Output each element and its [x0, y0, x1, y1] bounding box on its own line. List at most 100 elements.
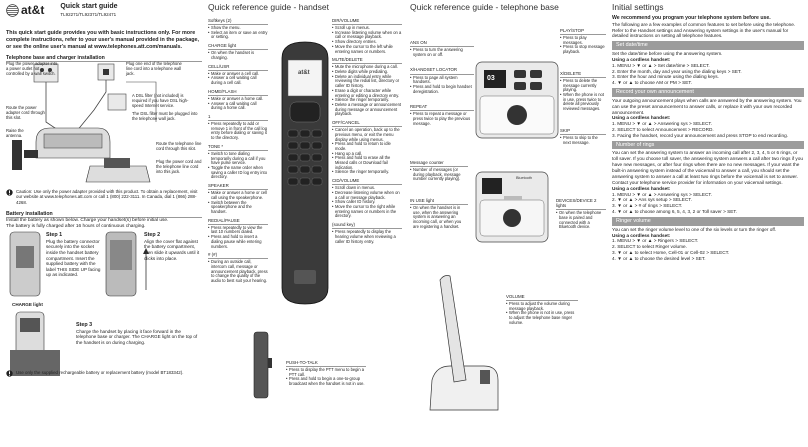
key-box-title: MUTE/DELETE [332, 57, 402, 65]
key-box-item: Press to page all system handsets. [410, 75, 474, 85]
handset-keys-left: Softkeys (2)Show the menu.Select an item… [208, 18, 268, 287]
key-box: X/DELETEPress to delete the message curr… [560, 71, 606, 112]
key-box: MUTE/DELETEMute the microphone during a … [332, 57, 402, 117]
step-1-title: Step 1 [46, 232, 63, 239]
key-box: SPEAKERMake or answer a home or cell cal… [208, 183, 268, 215]
key-box: TONE *Switch to tone dialing temporarily… [208, 144, 268, 180]
settings-step: 3. Enter the hour and minute using the d… [612, 74, 719, 80]
step-1: Step 1 Plug the battery connector secure… [46, 232, 102, 278]
att-logo: at&t [6, 3, 44, 18]
key-box-item: Make or answer a home call. [208, 96, 268, 102]
key-box-item: Mute the microphone during a call. [332, 65, 402, 70]
key-box-item: Scroll up in menus. [332, 25, 402, 31]
key-box-title: 1 [208, 114, 268, 122]
column-initial-settings: Initial settings We recommend you progra… [612, 0, 804, 447]
key-box: CID/VOLUMEScroll down in menus.Decrease … [332, 178, 402, 219]
key-box-item: Delete digits while predialing. [332, 69, 402, 75]
key-box-item: Press to repeat a message or press twice… [410, 112, 474, 126]
key-box-title: REDIAL/PAUSE [208, 218, 268, 225]
key-box-title: HOME/FLASH [208, 89, 268, 96]
key-box: SKIPPress to skip to the next message. [560, 128, 606, 145]
key-box-item: Decrease listening volume when on a call… [332, 190, 402, 200]
install-diagram: Plug the power adapter into a power outl… [6, 61, 202, 188]
warning-icon [6, 370, 13, 377]
settings-section-body: Set the date/time before using the answe… [612, 50, 723, 56]
battery-illustration [9, 231, 149, 377]
settings-step: 3. Facing the handset, record your annou… [612, 133, 788, 139]
install-heading: Telephone base and charger installation [6, 55, 202, 63]
key-box-item: Press to turn the answering system on or… [410, 47, 474, 57]
key-box-item: Move the cursor to the left while enteri… [332, 44, 402, 54]
key-box-item: Cancel an operation, back up to the prev… [332, 127, 402, 142]
key-box: REPEATPress to repeat a message or press… [410, 104, 474, 126]
key-box: PLAY/STOPPress to play messages.Press to… [560, 28, 606, 55]
key-box-item: Press and hold to erase all the Missed c… [332, 155, 402, 170]
settings-section-bar: Ringer volume [612, 217, 804, 226]
base-side-illustration [429, 275, 499, 411]
key-box: HOME/FLASHMake or answer a home call.Ans… [208, 89, 268, 111]
key-box-title: OFF/CANCEL [332, 120, 402, 128]
key-box-title: SKIP [560, 128, 606, 135]
key-box-title: REPEAT [410, 104, 474, 112]
settings-section-bar: Number of rings [612, 140, 804, 150]
settings-section-subheading: Using a cordless handset: [612, 232, 671, 238]
settings-step: 1. MENU > ▼ or ▲ > Answering sys > SELEC… [612, 121, 713, 127]
key-box-title: CID/VOLUME [332, 178, 402, 186]
key-box-item: Scroll down in menus. [332, 186, 402, 191]
key-box-item: Press and hold to return to idle mode. [332, 141, 402, 151]
message-counter-display: 03 [487, 75, 495, 82]
battery-full-note: The battery is fully charged after 16 ho… [6, 224, 146, 230]
settings-step: 2. Enter the month, day and year using t… [612, 68, 742, 74]
key-box-item: Press repeatedly to display the hearing … [332, 229, 402, 244]
key-box-item: Answer a cell waiting call during a cell… [208, 75, 268, 85]
step-2-title: Step 2 [144, 232, 161, 239]
brand-name: at&t [21, 3, 45, 17]
battery-intro: Install the battery as shown below. Char… [6, 218, 169, 224]
key-box-item: Press and hold to begin handset deregist… [410, 84, 474, 94]
key-box-item: Press repeatedly to view the last 10 num… [208, 225, 268, 235]
key-box-item: Show directory entries. [332, 39, 402, 45]
settings-section-body: Your outgoing announcement plays when ca… [612, 97, 802, 115]
base-keys-left: ANS ONPress to turn the answering system… [410, 40, 474, 137]
key-box-title: TONE * [208, 144, 268, 151]
key-box: OFF/CANCELCancel an operation, back up t… [332, 120, 402, 175]
key-box-item: Move the cursor to the right while enter… [332, 204, 402, 219]
caution-icon [6, 189, 13, 196]
intro-text: This quick start guide provides you with… [6, 29, 199, 50]
key-box-item: Switch to tone dialing temporarily durin… [208, 151, 268, 166]
column-handset-reference: Quick reference guide - handset Softkeys… [208, 0, 404, 447]
key-box-item: Erase a digit or character while enterin… [332, 88, 402, 98]
label-route-power: Route the power adapter cord through thi… [6, 105, 45, 120]
settings-step: 2. ▼ or ▲ > Ans sys setup > SELECT. [612, 197, 692, 203]
push-to-talk-box: PUSH-TO-TALK Press to display the PTT me… [286, 360, 366, 387]
battery-footer: Use only the supplied rechargeable batte… [6, 370, 183, 377]
key-box-title: ANS ON [410, 40, 474, 48]
key-box-title: X/HANDSET LOCATOR [410, 67, 474, 75]
key-box-title: SPEAKER [208, 183, 268, 191]
label-plug-charger: Plug the power cord and the telephone li… [156, 159, 202, 174]
key-box-item: Press to skip to the next message. [560, 135, 606, 145]
key-box-item: Press to stop message playback. [560, 45, 606, 55]
key-box-item: Press repeatedly to add or remove 1 in f… [208, 121, 268, 141]
key-box-item: Press to delete the message currently pl… [560, 78, 606, 93]
key-box: # (#)During an outside call, intercom ca… [208, 252, 268, 284]
column-quick-start: at&t Quick start guide TL92271/TL92371/T… [6, 0, 202, 447]
in-use-item: On when the handset is in use, when the … [410, 205, 468, 230]
settings-step: 2. SELECT to select Ringer volume. [612, 244, 687, 250]
initial-settings-intro: The following are a few examples of comm… [612, 21, 796, 39]
volume-item: Press to adjust the volume during messag… [506, 301, 578, 311]
key-box: REDIAL/PAUSEPress repeatedly to view the… [208, 218, 268, 250]
key-box-item: On when the handset is charging. [208, 50, 268, 60]
base-keys-right: PLAY/STOPPress to play messages.Press to… [560, 28, 606, 161]
key-box-title: (sound key) [332, 222, 402, 230]
base-top-illustration [475, 61, 559, 139]
key-box-item: Answer a call waiting call during a home… [208, 101, 268, 111]
battery-steps: Step 1 Plug the battery connector secure… [6, 230, 202, 380]
globe-icon [6, 4, 19, 17]
key-box-item: Delete an individual entry while reviewi… [332, 74, 402, 89]
in-use-title: IN USE light [410, 198, 468, 206]
step-2-text: Align the cover flat against the battery… [144, 238, 200, 261]
settings-section-bar: Set date/time [612, 41, 804, 50]
caution-text: Caution: Use only the power adapter prov… [16, 189, 198, 205]
